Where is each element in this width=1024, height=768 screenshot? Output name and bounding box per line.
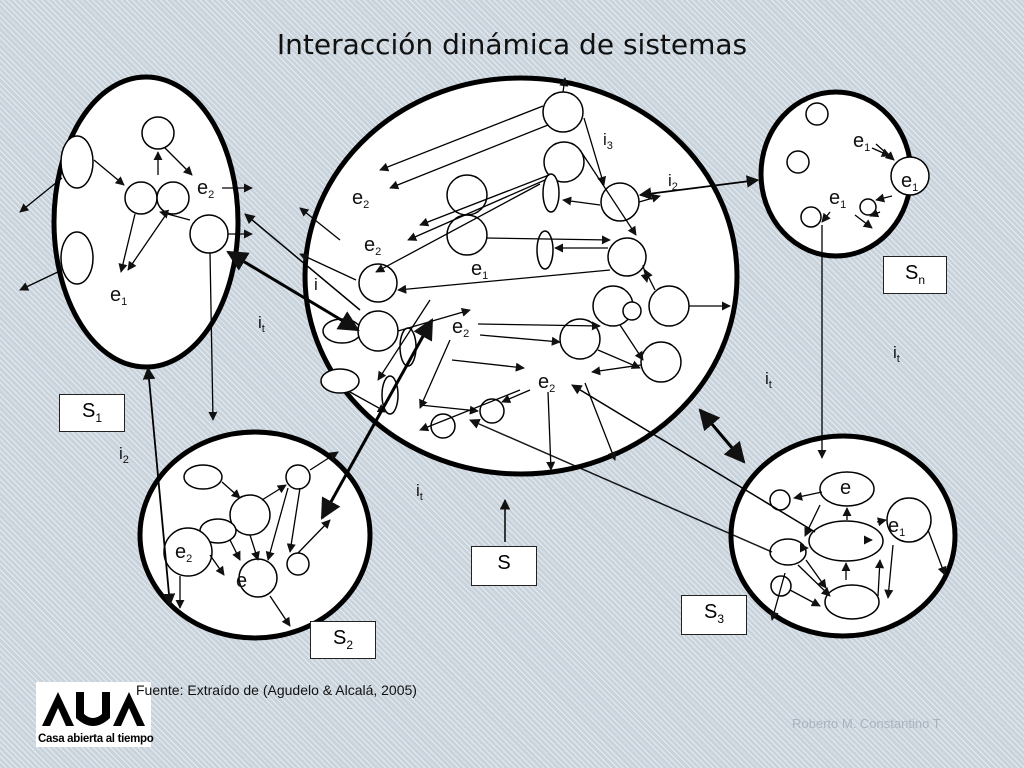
s-e2-label-d: e2 [538, 371, 555, 395]
sn-e1-label-b: e1 [901, 170, 918, 194]
s3-e1-label: e1 [888, 515, 905, 539]
s2-e2-label: e2 [175, 541, 192, 565]
page-title: Interacción dinámica de sistemas [276, 28, 748, 61]
element-labels: e2 e1 e2 e2 e1 e2 e2 e1 e1 e1 e2 e e e1 [110, 130, 918, 592]
label-it-mid: it [765, 369, 772, 391]
system-s1-arrows [19, 147, 253, 421]
label-it-left: it [258, 313, 265, 335]
label-i2-left: i2 [119, 444, 129, 466]
uam-logo-icon [42, 692, 145, 726]
label-it-right: it [893, 343, 900, 365]
system-box-s: S [471, 546, 537, 586]
author-watermark: Roberto M. Constantino T [792, 716, 941, 731]
system-s1-elements [60, 116, 229, 285]
system-sn-ellipse [758, 89, 914, 259]
s-e1-label: e1 [471, 258, 488, 282]
uam-logo: Casa abierta al tiempo [36, 682, 154, 747]
s1-e2-label: e2 [197, 177, 214, 201]
source-caption: Fuente: Extraído de (Agudelo & Alcalá, 2… [136, 682, 417, 698]
sn-e1-label-c: e1 [829, 187, 846, 211]
system-sn-elements [786, 102, 930, 228]
s-e2-label-a: e2 [352, 187, 369, 211]
system-sn-arrows [817, 143, 895, 459]
s-e2-label-c: e2 [452, 316, 469, 340]
label-it-bottom: it [416, 481, 423, 503]
system-box-sn: Sn [883, 256, 947, 294]
label-i2-top: i2 [668, 171, 678, 193]
system-box-s3: S3 [681, 595, 747, 635]
label-i3: i3 [603, 130, 613, 152]
system-box-s2: S2 [310, 621, 376, 659]
system-s3-arrows [769, 491, 947, 621]
s-e2-label-b: e2 [364, 234, 381, 258]
system-s2-arrows [175, 451, 339, 627]
label-i: i [314, 275, 318, 294]
system-s3-elements [769, 471, 932, 620]
system-s2-elements [163, 464, 311, 598]
s3-e-label: e [840, 477, 851, 499]
s1-e1-label: e1 [110, 284, 127, 308]
inter-system-arrows [142, 175, 816, 607]
s2-e-label: e [236, 570, 247, 592]
sn-e1-label-a: e1 [853, 130, 870, 154]
interaction-labels: i3 i2 i it it it i2 it [119, 130, 900, 503]
system-box-s1: S1 [59, 394, 125, 432]
logo-text: Casa abierta al tiempo [38, 733, 154, 745]
